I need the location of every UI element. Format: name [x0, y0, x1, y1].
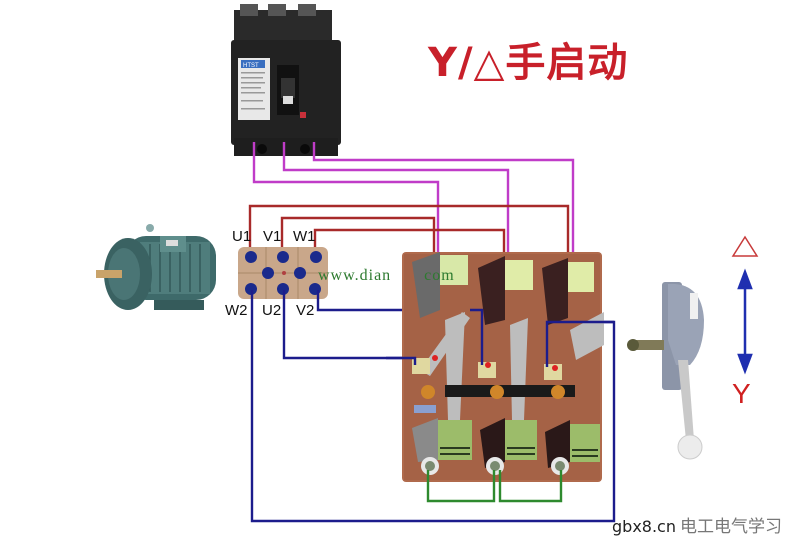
star-delta-knife-switch [402, 252, 604, 482]
star-symbol: Y [732, 378, 751, 409]
watermark-url: www.dian com [318, 267, 455, 284]
delta-wires [248, 204, 570, 262]
terminal-label-v2: V2 [296, 302, 315, 319]
three-phase-motor [96, 224, 216, 310]
direction-arrow [737, 268, 753, 375]
circuit-breaker: HTST [231, 4, 341, 156]
terminal-label-u1: U1 [232, 228, 252, 245]
title-text: 手启动 [505, 40, 629, 86]
terminal-label-u2: U2 [262, 302, 282, 319]
terminal-box [238, 247, 328, 299]
svg-text:HTST: HTST [243, 63, 259, 69]
footer-brand: 电工电气学习 [679, 517, 782, 537]
title-triangle: △ [473, 40, 506, 86]
short-link-wires [426, 470, 563, 503]
terminal-label-w2: W2 [225, 302, 248, 319]
terminal-label-w1: W1 [293, 228, 316, 245]
footer-site: gbx8.cn [612, 517, 676, 536]
title-prefix: Y/ [428, 40, 474, 86]
operating-handle [627, 282, 704, 460]
page-title: Y/△手启动 [428, 30, 628, 88]
delta-symbol [731, 235, 759, 257]
supply-wires [252, 142, 575, 258]
terminal-label-v1: V1 [263, 228, 282, 245]
